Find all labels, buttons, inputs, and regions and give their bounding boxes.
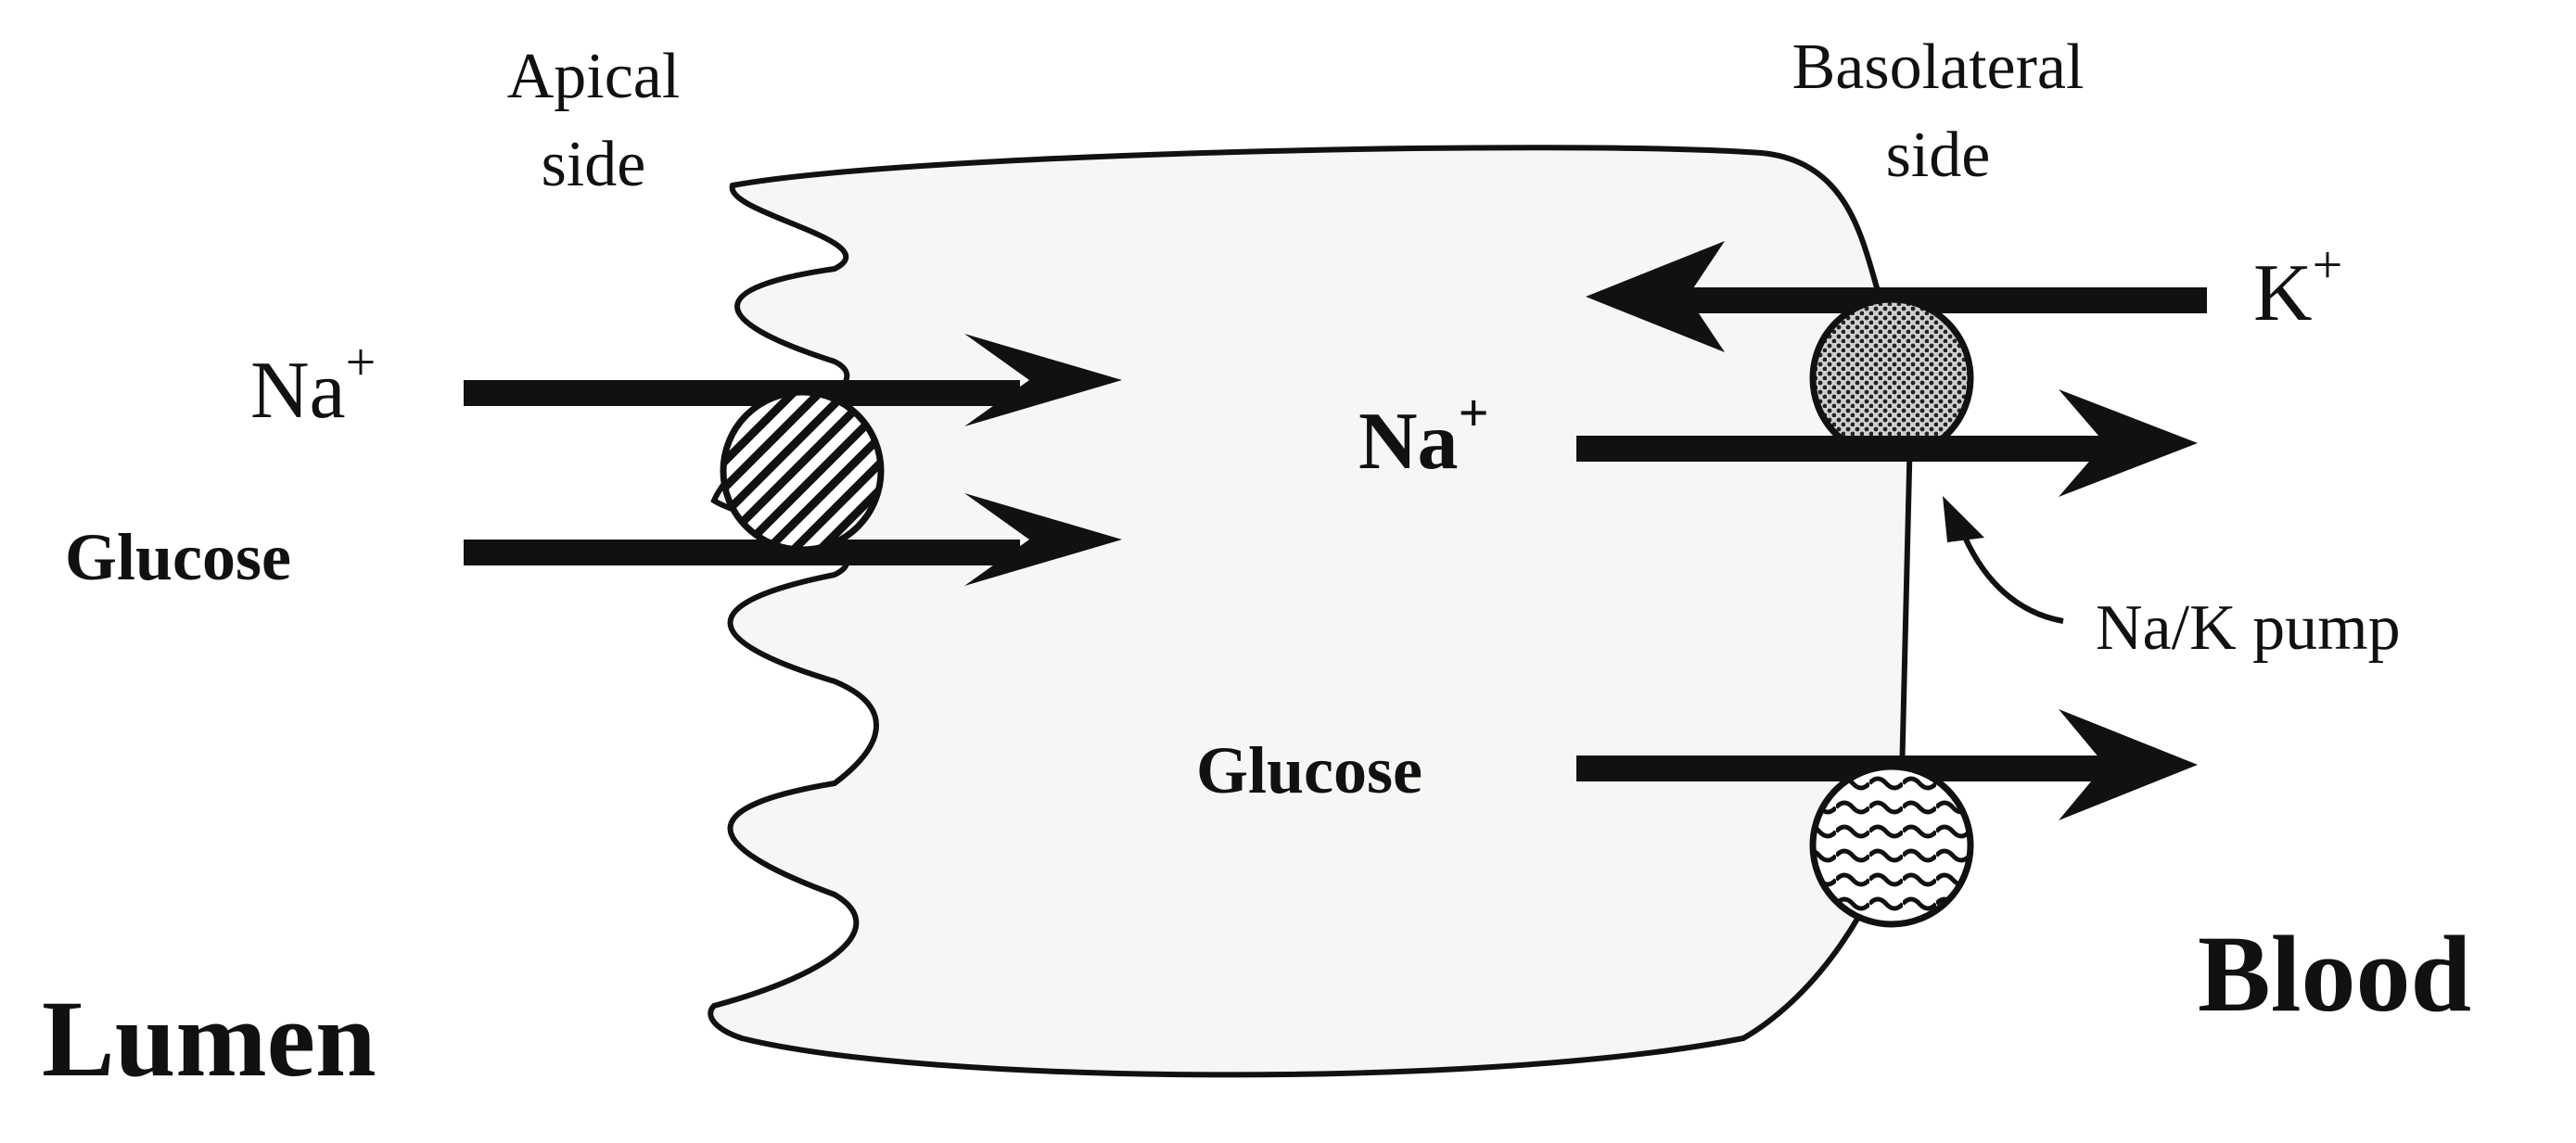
apical-side-label-line2: side: [542, 129, 646, 200]
glucose-inflow-arrow: [464, 493, 1122, 586]
na-outflow-arrow: [1576, 389, 2198, 497]
k-ion-label: K+: [2253, 235, 2342, 338]
basolateral-side-label-line2: side: [1886, 120, 1991, 191]
glucose-label-right: Glucose: [1196, 733, 1422, 807]
na-k-pump: [1809, 296, 1974, 461]
pump-pointer-arrow: [1958, 527, 2064, 624]
glucose-uniporter: [1809, 763, 1974, 928]
basolateral-side-label-line1: Basolateral: [1792, 32, 2085, 103]
glucose-label-left: Glucose: [65, 520, 291, 594]
lumen-label: Lumen: [42, 978, 376, 1099]
na-ion-label-left: Na+: [250, 332, 376, 436]
na-k-pump-label: Na/K pump: [2096, 592, 2401, 664]
sodium-glucose-symporter: [720, 388, 885, 553]
cell-membrane: [708, 145, 1914, 1078]
apical-side-label-line1: Apical: [507, 41, 681, 112]
blood-label: Blood: [2198, 913, 2471, 1035]
na-inflow-arrow: [464, 334, 1122, 426]
na-ion-label-right: Na+: [1358, 383, 1489, 487]
